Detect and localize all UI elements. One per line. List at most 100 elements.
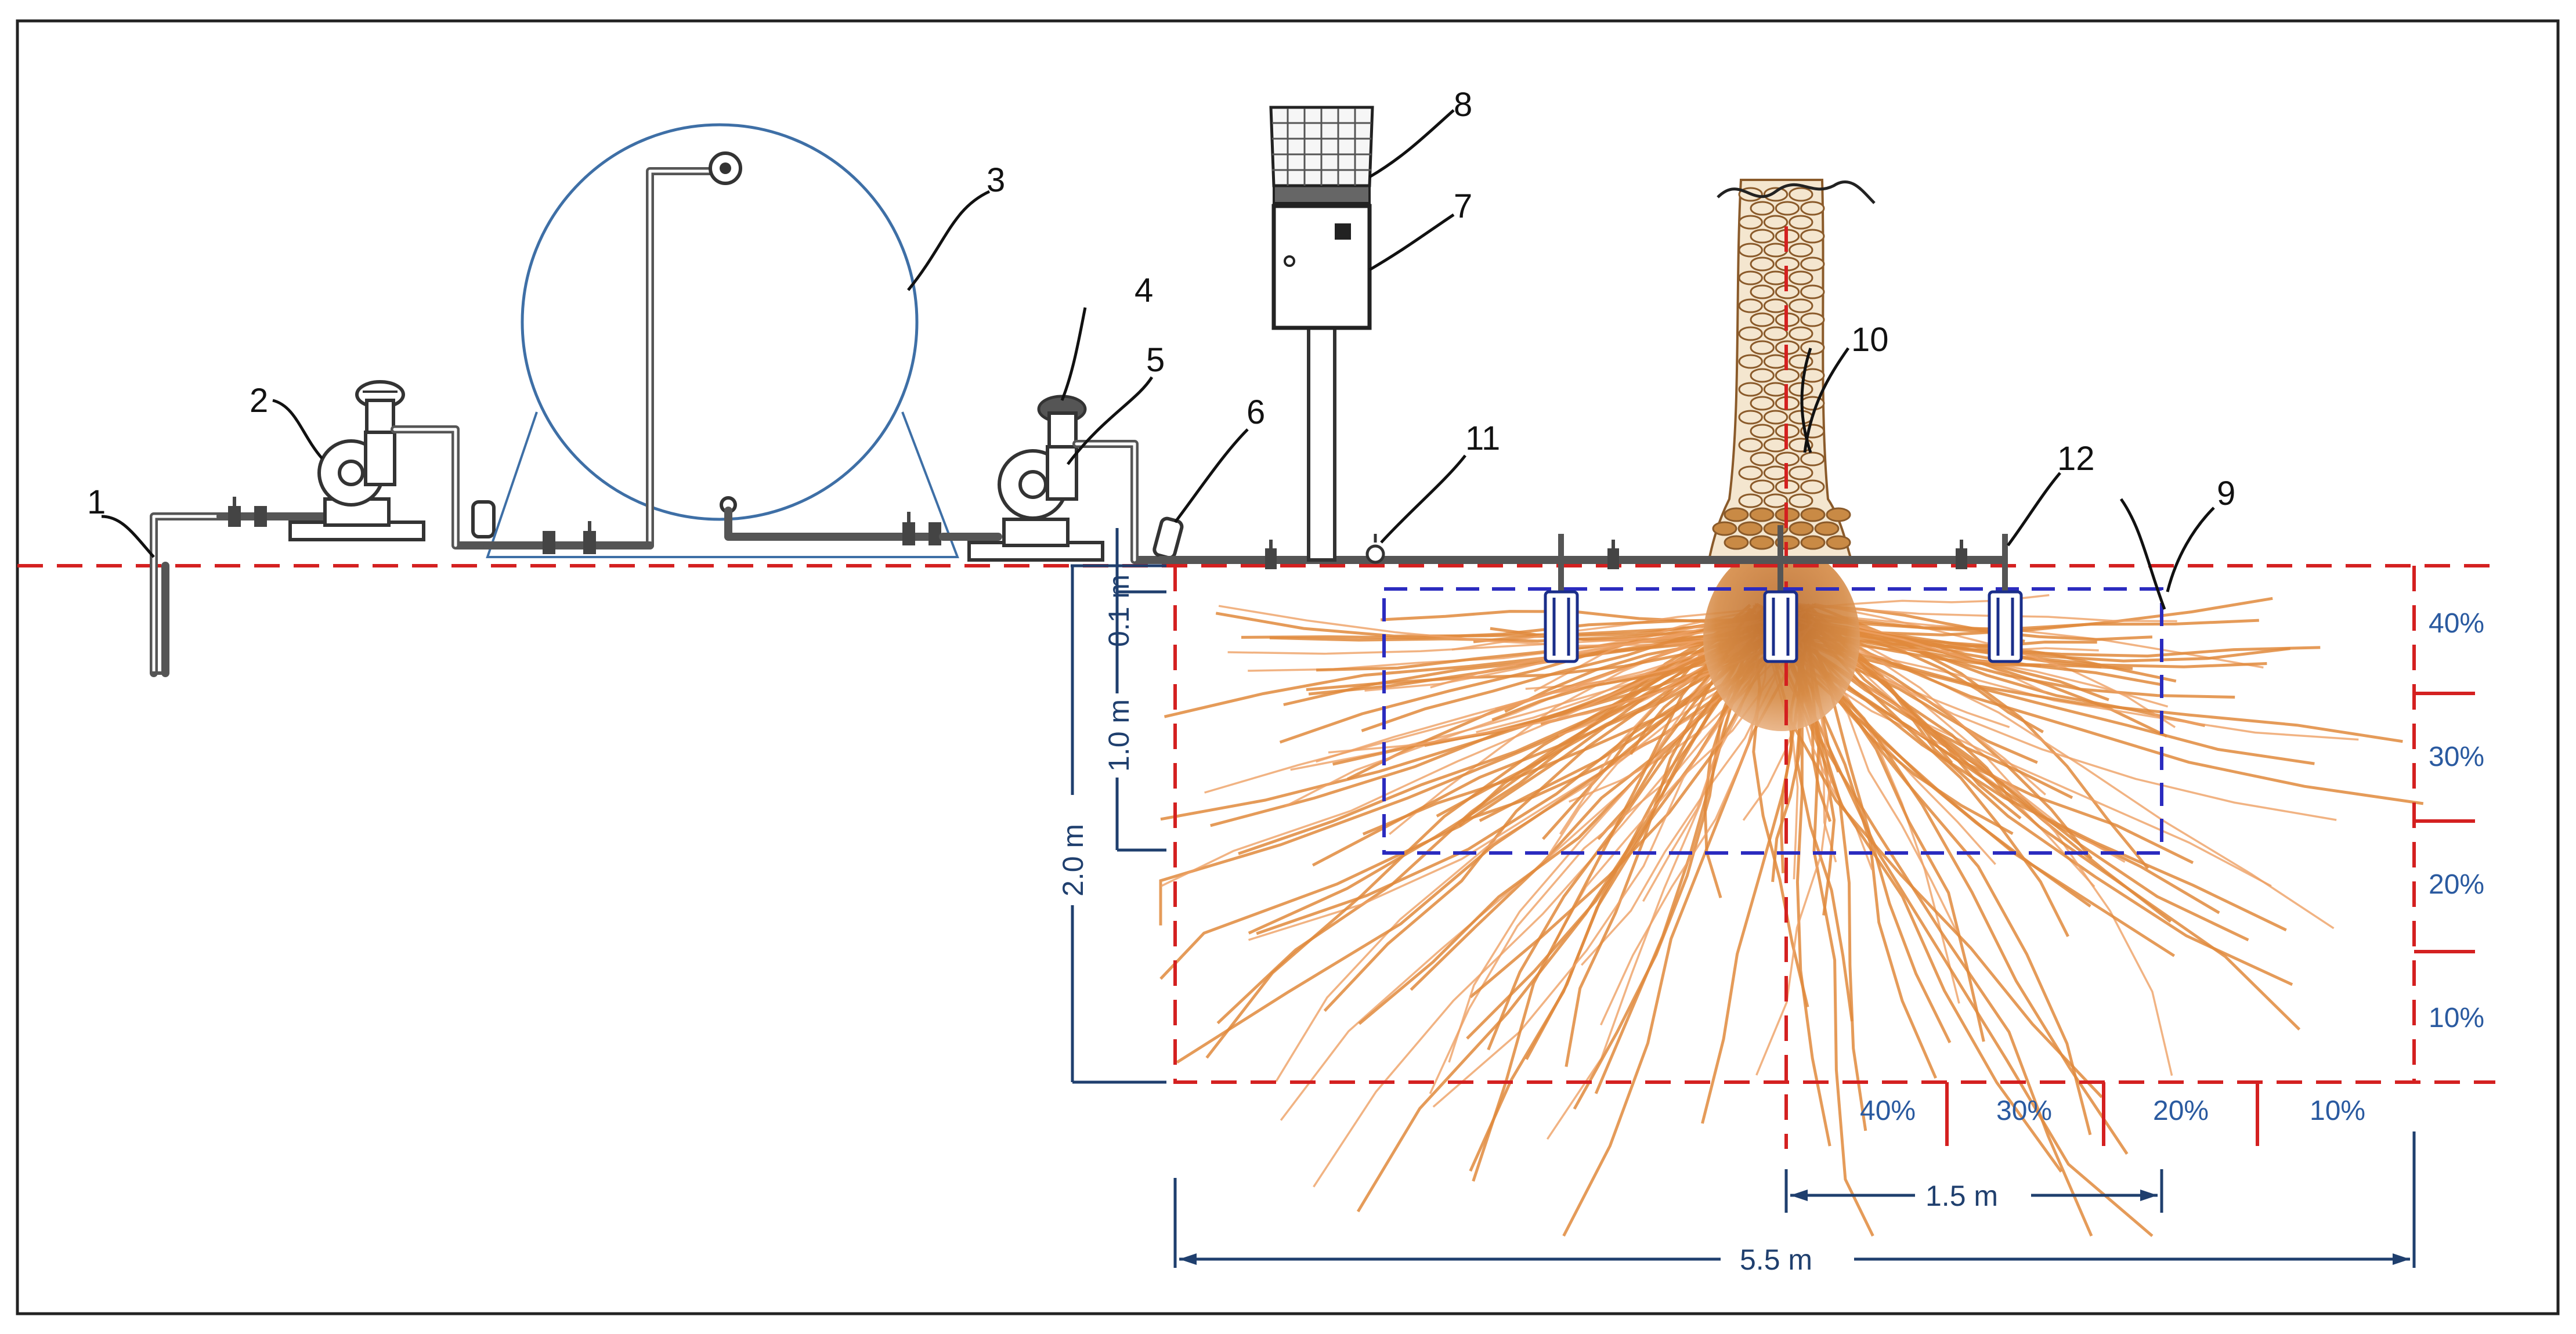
trunk-scale: [1763, 438, 1789, 453]
trunk-scale: [1763, 215, 1789, 230]
root-strand: [1284, 620, 1750, 808]
trunk-scale: [1763, 243, 1789, 258]
trunk-scale: [1800, 201, 1825, 216]
callout-3: 3: [987, 161, 1005, 199]
root-strand: [1218, 605, 1760, 647]
trunk-scale: [1789, 187, 1813, 202]
controller-box: [1271, 204, 1372, 562]
trunk-scale: [1800, 451, 1825, 467]
depth-2-0-label: 2.0 m: [1057, 824, 1089, 896]
trunk-scale: [1775, 201, 1800, 216]
trunk-scale: [1826, 535, 1851, 550]
trunk-scale: [1800, 479, 1825, 494]
soil-sensor-right: [1988, 534, 2023, 663]
depth-dimensions: [1071, 528, 1166, 1084]
trunk-scale: [1750, 340, 1775, 355]
vertical-share-ticks: [2414, 692, 2475, 953]
trunk-scale: [1738, 465, 1763, 480]
vertical-share-1: 40%: [2429, 608, 2484, 639]
trunk-scale: [1763, 465, 1789, 480]
trunk-scale: [1738, 493, 1763, 508]
root-strand: [1793, 632, 1874, 1237]
trunk-scale: [1750, 229, 1775, 244]
horizontal-share-4: 10%: [2310, 1096, 2365, 1126]
trunk-scale: [1750, 312, 1775, 327]
trunk-scale: [1789, 410, 1813, 425]
trunk-scale: [1763, 354, 1789, 369]
trunk-scale: [1738, 438, 1763, 453]
trunk-scale: [1789, 215, 1813, 230]
root-strand: [1793, 612, 2092, 1136]
trunk-scale: [1749, 535, 1775, 550]
root-strand: [1573, 635, 1754, 1110]
trunk-scale: [1750, 451, 1775, 467]
sensor-zone: [1382, 587, 2163, 855]
callout-12: 12: [2057, 440, 2095, 478]
valve-3: [902, 512, 941, 545]
trunk-scale: [1738, 298, 1763, 313]
trunk-scale: [1789, 298, 1813, 313]
depth-0-1-label: 0.1 m: [1103, 574, 1135, 647]
vertical-share-3: 20%: [2429, 869, 2484, 900]
trunk-scale: [1738, 326, 1763, 341]
trunk-scale: [1789, 521, 1814, 536]
root-strand: [1160, 623, 1793, 888]
valve-1: [228, 497, 267, 527]
trunk-scale: [1763, 187, 1789, 202]
trunk-scale: [1737, 521, 1763, 536]
trunk-scale: [1750, 201, 1775, 216]
root-zone-boundary: [1173, 566, 2495, 1084]
root-strand: [1204, 622, 1765, 794]
filter-1: [471, 500, 496, 538]
root-strand: [1805, 617, 2249, 942]
root-strand: [1790, 617, 2301, 1031]
root-strand: [1176, 606, 1765, 1064]
horizontal-share-1: 40%: [1860, 1096, 1916, 1126]
vertical-share-4: 10%: [2429, 1003, 2484, 1033]
trunk-scale: [1763, 521, 1789, 536]
trunk-scale: [1738, 354, 1763, 369]
trunk-scale: [1775, 368, 1800, 383]
width-5-5-label: 5.5 m: [1740, 1243, 1812, 1276]
trunk-scale: [1750, 479, 1775, 494]
root-strand: [1809, 606, 2293, 986]
callout-1: 1: [87, 483, 106, 521]
trunk-scale: [1724, 535, 1749, 550]
trunk-scale: [1763, 298, 1789, 313]
trunk-scale: [1750, 396, 1775, 411]
lateral-valves: [1265, 540, 1967, 569]
trunk-scale: [1800, 368, 1825, 383]
root-strand: [1775, 632, 2403, 743]
water-tank: [486, 123, 959, 558]
trunk-scale: [1789, 270, 1813, 285]
callout-8: 8: [1454, 86, 1472, 124]
width-dimensions: [1173, 1131, 2416, 1268]
trunk-scale: [1763, 382, 1789, 397]
trunk-scale: [1800, 507, 1826, 522]
callout-10: 10: [1851, 321, 1889, 359]
trunk-scale: [1738, 243, 1763, 258]
trunk-scale: [1826, 507, 1851, 522]
trunk-scale: [1763, 410, 1789, 425]
root-strand: [1159, 613, 1772, 980]
trunk-scale: [1750, 284, 1775, 299]
solar-panel: [1269, 106, 1374, 204]
filter-2: [1152, 516, 1184, 560]
callout-11: 11: [1465, 420, 1500, 457]
root-strand: [1788, 637, 2129, 1155]
callout-5: 5: [1146, 341, 1165, 379]
trunk-scale: [1738, 270, 1763, 285]
depth-1-0-label: 1.0 m: [1103, 699, 1135, 772]
callout-leaders: [101, 109, 2166, 610]
callout-7: 7: [1454, 187, 1472, 225]
root-strand: [1164, 631, 1782, 718]
trunk-scale: [1749, 507, 1775, 522]
trunk-scale: [1750, 424, 1775, 439]
palm-trunk: [1707, 179, 1876, 561]
trunk-scale: [1724, 507, 1749, 522]
trunk-scale: [1763, 326, 1789, 341]
trunk-scale: [1800, 256, 1825, 272]
root-strand: [1356, 603, 1772, 1213]
pump-1: [288, 380, 425, 541]
trunk-scale: [1763, 270, 1789, 285]
